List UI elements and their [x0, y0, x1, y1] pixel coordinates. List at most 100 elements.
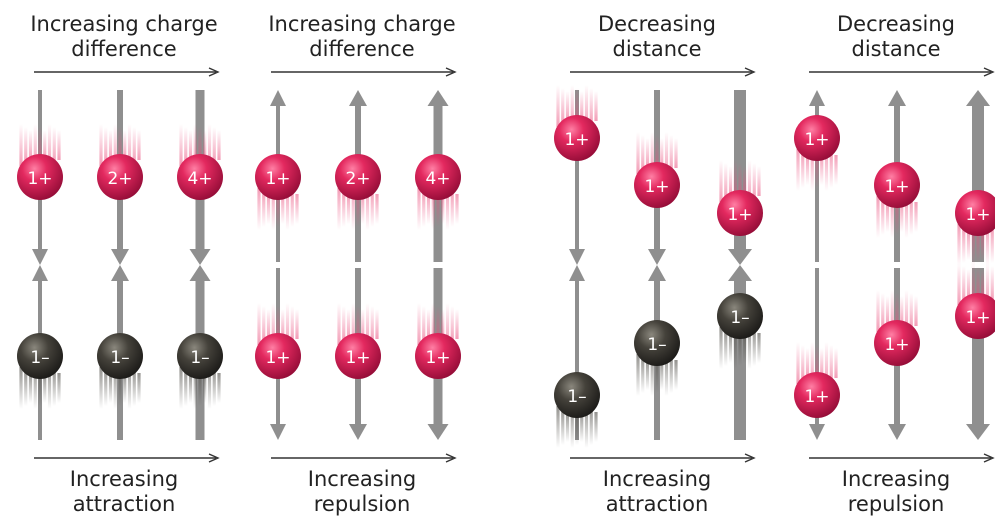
- panel-3-column-2-anion-label: 1–: [647, 335, 666, 355]
- panel-2-column-2-top-cation-motion-blur: [342, 191, 346, 227]
- panel-1-column-1-cation-motion-blur: [19, 124, 23, 166]
- panel-3-bottom-label-line-1: Increasing: [602, 467, 712, 491]
- panel-1-column-2-cation-motion-blur: [123, 130, 127, 160]
- panel-4-column-3-top-cation-label: 1+: [965, 205, 990, 225]
- panel-2-column-3-top-cation-motion-blur: [455, 194, 459, 224]
- panel-1-column-3-anion-motion-blur: [212, 370, 216, 406]
- panel-2-column-2-bottom-cation-motion-blur: [361, 309, 365, 339]
- panel-2-bottom-arrow: [271, 453, 457, 463]
- panel-3-column-2-cation-label: 1+: [644, 177, 669, 197]
- panel-2-column-1-bottom-cation-motion-blur: [257, 303, 261, 345]
- panel-4-column-2-bottom-cation-motion-blur: [900, 296, 904, 326]
- panel-4-top-arrow-head: [983, 67, 995, 77]
- panel-2-column-1-bottom-cation-motion-blur: [271, 303, 275, 345]
- panel-1-top-arrow-head: [208, 67, 220, 77]
- panel-4-column-2-top-cation-motion-blur: [876, 196, 880, 238]
- panel-2-column-2-top-cation-motion-blur: [375, 194, 379, 224]
- panel-4-column-2-bottom-cation-motion-blur: [876, 290, 880, 332]
- panel-3-column-3-anion-motion-blur: [752, 330, 756, 366]
- panel-2-column-2-top-cation-sphere: [335, 154, 381, 200]
- panel-1-bottom-label: Increasing attraction: [14, 467, 234, 517]
- panel-2-column-3-up-arrow-head: [427, 90, 449, 106]
- panel-4-column-3-top-cation: 1+: [955, 190, 995, 266]
- panel-1-column-3-cation-motion-blur: [184, 127, 188, 163]
- panel-3-column-1-anion-label: 1–: [567, 387, 586, 407]
- panel-4-column-1-bottom-cation-motion-blur: [829, 345, 833, 381]
- panel-1-column-1-cation-motion-blur: [24, 127, 28, 163]
- panel-1-column-1-anion-motion-blur: [43, 373, 47, 403]
- panel-4-column-3-bottom-cation-motion-blur: [990, 266, 994, 302]
- panel-2-column-2-top-cation: 2+: [335, 154, 381, 230]
- panel-2-column-1-bottom-cation-motion-blur: [266, 309, 271, 339]
- panel-2-bottom-label-line-2: repulsion: [313, 492, 411, 516]
- panel-3-column-2: 1+ 1–: [634, 90, 680, 440]
- panel-4-column-2-top-cation-sphere: [874, 162, 920, 208]
- panel-4-column-1-bottom-cation: 1+: [794, 342, 840, 418]
- panel-2-column-3-bottom-cation-motion-blur: [445, 303, 450, 345]
- panel-1-column-1-anion-motion-blur: [38, 370, 42, 406]
- panel-3-column-3-cation-motion-blur: [733, 160, 737, 202]
- panel-3-column-2-up-arrow-head: [648, 265, 666, 281]
- panel-4-column-1-bottom-cation-label: 1+: [804, 387, 829, 407]
- panel-1-top-label: Increasing charge difference: [14, 12, 234, 62]
- panel-3-column-3-cation-motion-blur: [743, 166, 747, 196]
- panel-2-column-2-top-cation-motion-blur: [356, 191, 360, 227]
- panel-4-column-2-top-cation-motion-blur: [904, 196, 909, 238]
- panel-4-column-3-top-cation-motion-blur: [981, 230, 985, 260]
- panel-4-column-1-bottom-cation-sphere: [794, 372, 840, 418]
- panel-4-column-2-top-cation-motion-blur: [885, 202, 890, 232]
- panel-1-column-3-up-arrow-head: [189, 265, 211, 281]
- panel-3-top-label-line-2: distance: [612, 37, 702, 61]
- panel-3-column-1-down-arrow-head: [569, 249, 585, 265]
- panel-3-column-1-cation-motion-blur: [556, 85, 560, 127]
- panel-2-column-2-top-cation-motion-blur: [365, 188, 370, 230]
- panel-2-column-2-bottom-cation-motion-blur: [365, 303, 370, 345]
- panel-4-column-3-top-cation-motion-blur: [962, 227, 966, 263]
- panel-3-column-1-cation: 1+: [554, 85, 600, 161]
- panel-3-column-3-anion-motion-blur: [733, 327, 737, 369]
- panel-4-column-3-bottom-cation-motion-blur: [971, 263, 975, 305]
- panel-4-column-1-bottom-cation-motion-blur: [796, 342, 800, 384]
- panel-3-column-2-cation-motion-blur: [674, 138, 678, 168]
- panel-1-column-1-anion-motion-blur: [28, 373, 33, 403]
- panel-2-column-3-bottom-cation-motion-blur: [417, 303, 421, 345]
- panel-1-column-1-cation-motion-blur: [38, 127, 42, 163]
- panel-1-column-3-cation-label: 4+: [187, 169, 212, 189]
- panel-4-column-2-top-cation-motion-blur: [909, 199, 913, 235]
- panel-4-bottom-label: Increasing repulsion: [786, 467, 995, 517]
- panel-1-column-3-anion-motion-blur: [203, 373, 207, 403]
- panel-3-column-3-cation-sphere: [717, 190, 763, 236]
- panel-4-bottom-arrow-head: [983, 453, 995, 463]
- panel-2-column-3-bottom-cation: 1+: [415, 303, 461, 379]
- panel-1-column-3-cation-motion-blur: [207, 124, 212, 166]
- panel-3-column-1-down-arrow-shaft: [575, 90, 579, 251]
- panel-1-column-2-anion-motion-blur: [137, 373, 141, 403]
- panel-4-column-1-bottom-cation-motion-blur: [805, 348, 810, 378]
- panel-1-column-2-cation-motion-blur: [118, 127, 122, 163]
- panel-2-column-1-top-cation-label: 1+: [265, 169, 290, 189]
- panel-1-column-3-anion-motion-blur: [179, 367, 183, 409]
- panel-2-top-arrow-head: [445, 67, 457, 77]
- panel-3-column-3-cation-motion-blur: [757, 166, 761, 196]
- panel-4-column-2-top-cation-motion-blur: [895, 199, 899, 235]
- panel-3-column-2-cation-motion-blur: [641, 135, 645, 171]
- panel-3-column-1-cation-motion-blur: [570, 85, 574, 127]
- panel-4-column-3-bottom-cation-motion-blur: [957, 263, 961, 305]
- panel-1-top-label-line-1: Increasing charge: [30, 12, 218, 36]
- panel-4-column-1-top-cation-motion-blur: [805, 155, 810, 185]
- panel-2-column-1-bottom-cation-label: 1+: [265, 348, 290, 368]
- panel-3-column-2-anion-motion-blur: [645, 360, 650, 390]
- panel-4-column-2-bottom-cation-sphere: [874, 320, 920, 366]
- panel-3-column-2-down-arrow-head: [648, 249, 666, 265]
- panel-3-column-1-anion-motion-blur: [570, 406, 574, 448]
- panel-4-column-1-top-cation-sphere: [794, 115, 840, 161]
- panel-4-column-2-top-cation-motion-blur: [900, 202, 904, 232]
- panel-3-column-3-anion-motion-blur: [738, 330, 742, 366]
- panel-2-column-1-bottom-cation-motion-blur: [295, 309, 299, 339]
- panel-3-column-2-anion-motion-blur: [664, 354, 669, 396]
- panel-2-column-2-bottom-cation-label: 1+: [345, 348, 370, 368]
- panel-1-column-1-anion-motion-blur: [19, 367, 23, 409]
- panel-2-column-3-top-cation-motion-blur: [417, 188, 421, 230]
